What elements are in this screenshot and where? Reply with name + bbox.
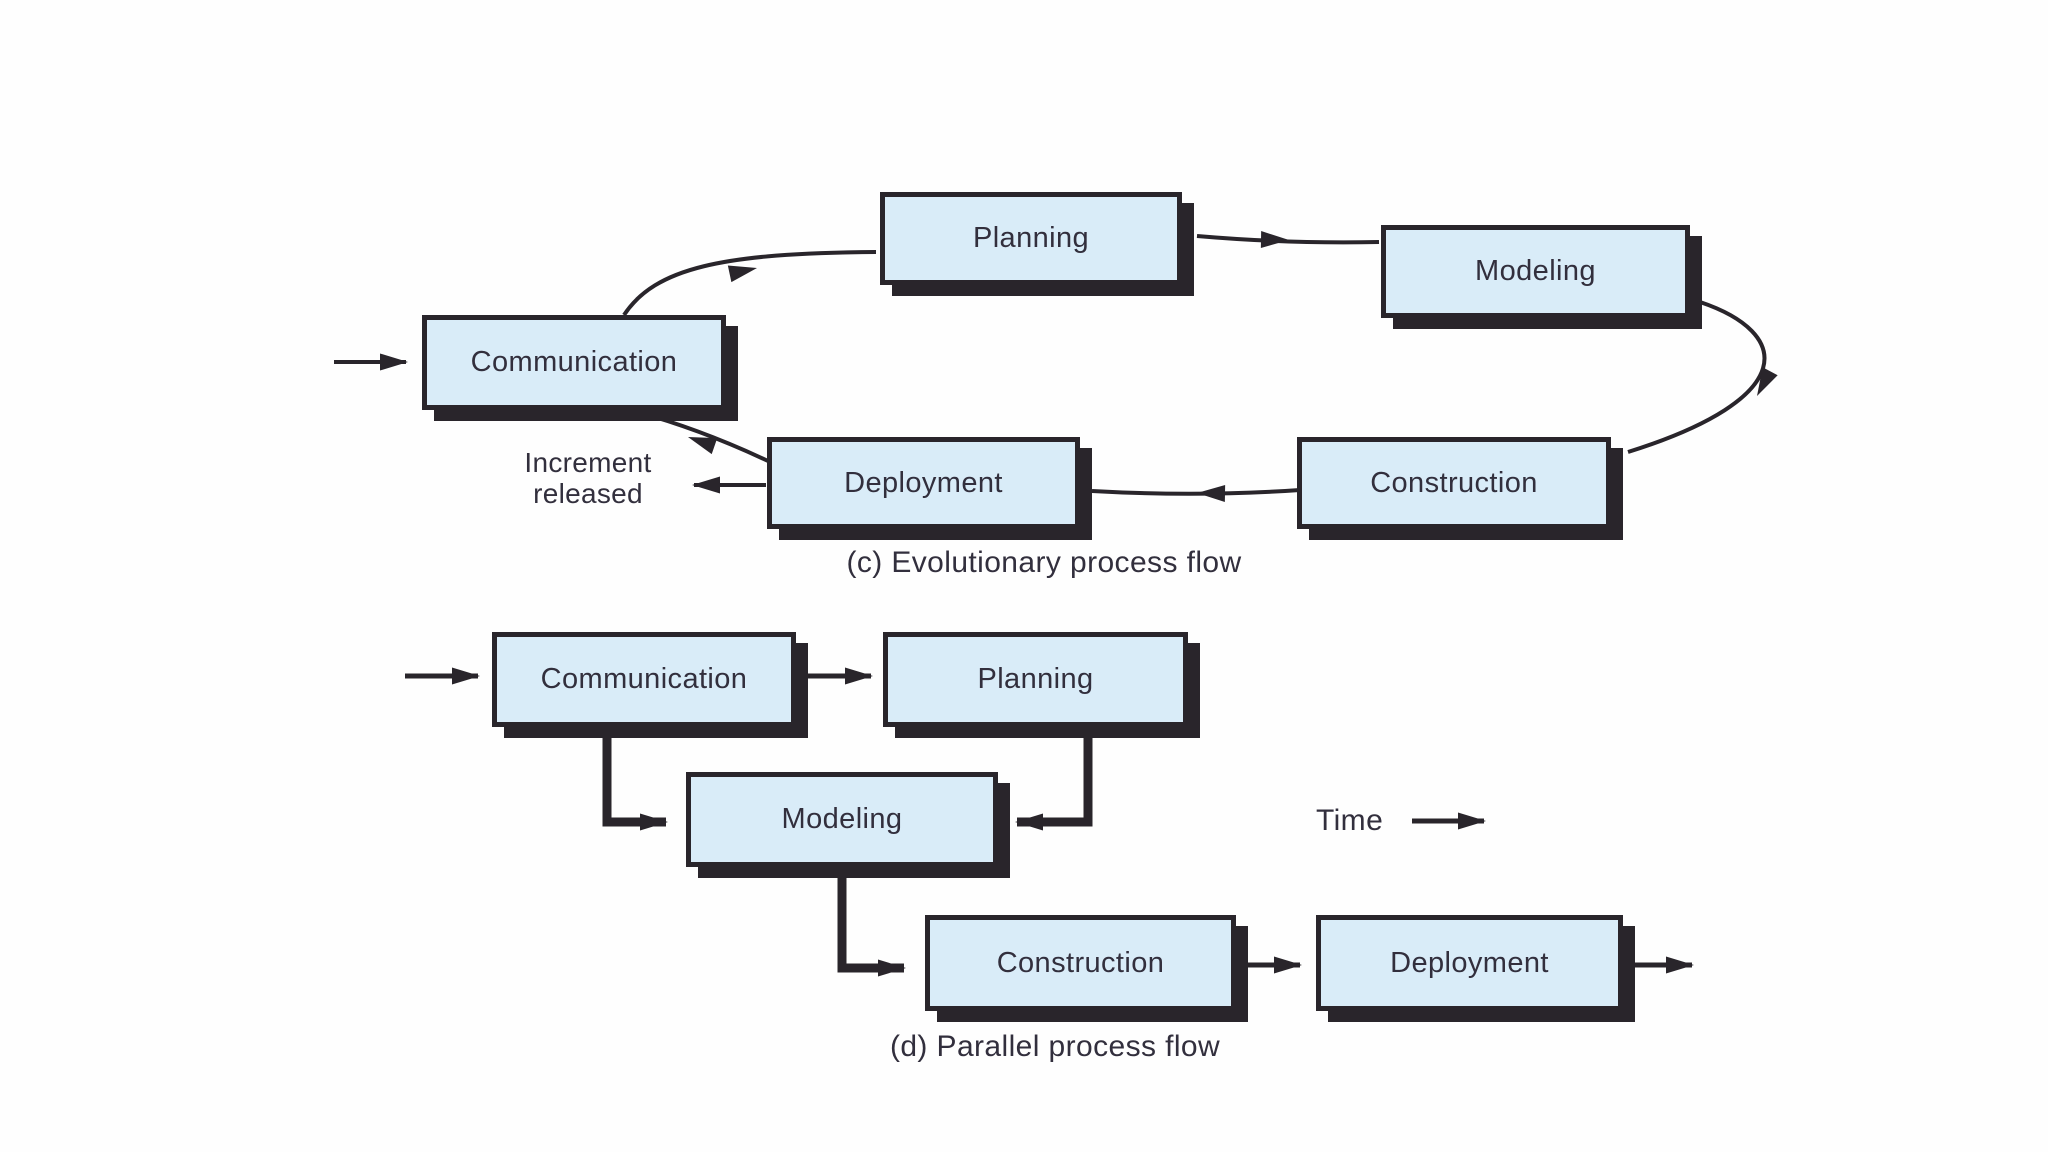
parallel-construction-label: Construction bbox=[996, 946, 1165, 979]
parallel-planning-label: Planning bbox=[977, 663, 1094, 695]
arc-communication-to-planning bbox=[622, 250, 877, 317]
time-label: Time bbox=[1316, 804, 1384, 837]
evolutionary-communication-box: Communication bbox=[422, 315, 726, 410]
evolutionary-caption: (c) Evolutionary process flow bbox=[846, 546, 1242, 579]
arc-planning-to-modeling bbox=[1196, 234, 1380, 245]
increment-released-label: Increment released bbox=[524, 447, 651, 510]
arrowhead-construction-to-deployment bbox=[1197, 484, 1226, 502]
parallel-construction-box: Construction bbox=[925, 915, 1236, 1011]
parallel-deployment-box: Deployment bbox=[1316, 915, 1623, 1011]
evolutionary-construction-box: Construction bbox=[1297, 437, 1611, 529]
elbow-modeling-to-construction bbox=[837, 864, 906, 977]
increment-released-line2: released bbox=[533, 478, 643, 510]
arrowhead-planning-to-modeling bbox=[1260, 231, 1289, 249]
arrowhead-communication-to-planning bbox=[727, 265, 757, 283]
evolutionary-deployment-label: Deployment bbox=[844, 466, 1003, 499]
evolutionary-modeling-box: Modeling bbox=[1381, 225, 1690, 318]
evolutionary-planning-box: Planning bbox=[880, 192, 1182, 285]
evolutionary-deployment-box: Deployment bbox=[767, 437, 1080, 529]
arc-deployment-to-communication bbox=[629, 408, 769, 463]
parallel-caption: (d) Parallel process flow bbox=[889, 1030, 1221, 1063]
arrowhead-deployment-to-communication bbox=[688, 437, 718, 455]
parallel-communication-box: Communication bbox=[492, 632, 796, 727]
line-construction-to-deployment bbox=[1091, 488, 1301, 496]
parallel-modeling-label: Modeling bbox=[781, 803, 903, 835]
parallel-planning-box: Planning bbox=[883, 632, 1188, 727]
arrowhead-modeling-to-construction bbox=[1757, 367, 1778, 396]
parallel-modeling-box: Modeling bbox=[686, 772, 998, 867]
parallel-deployment-label: Deployment bbox=[1390, 946, 1549, 979]
evolutionary-planning-label: Planning bbox=[972, 222, 1090, 254]
parallel-communication-label: Communication bbox=[540, 663, 748, 695]
evolutionary-communication-label: Communication bbox=[470, 346, 678, 378]
elbow-communication-to-modeling bbox=[602, 724, 668, 831]
increment-released-line1: Increment bbox=[524, 447, 652, 478]
evolutionary-construction-label: Construction bbox=[1370, 466, 1538, 499]
evolutionary-modeling-label: Modeling bbox=[1475, 255, 1596, 287]
elbow-planning-to-modeling bbox=[1015, 724, 1093, 831]
arc-modeling-to-construction bbox=[1627, 300, 1767, 454]
